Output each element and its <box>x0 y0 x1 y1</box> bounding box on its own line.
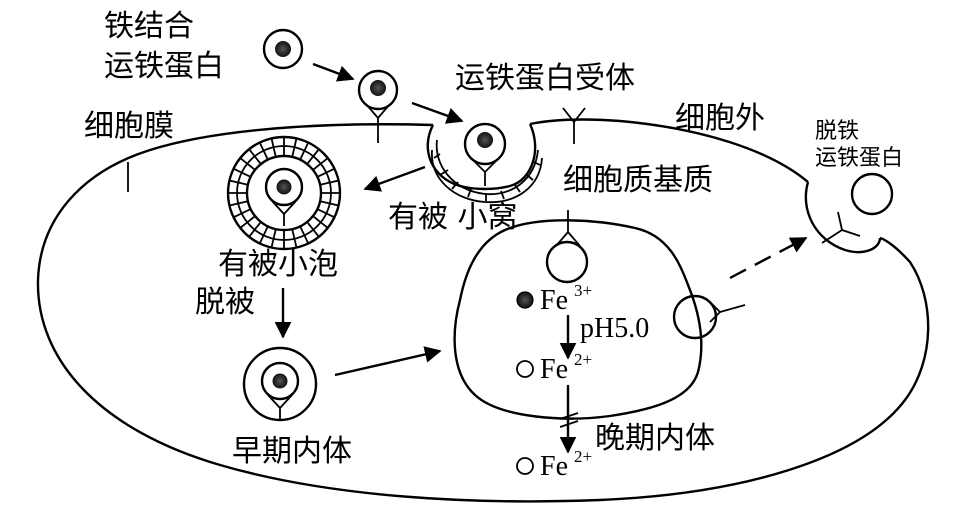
endosome-top-transferrin <box>545 210 589 284</box>
label-receptor: 运铁蛋白受体 <box>455 61 635 96</box>
clathrin-spoke <box>291 138 298 158</box>
transferrin-receptor-complex <box>357 69 399 143</box>
arrow-pit-to-vesicle <box>363 165 426 192</box>
clathrin-spoke <box>312 215 329 229</box>
label-extracellular: 细胞外 <box>675 101 765 136</box>
release-receptor <box>821 211 861 244</box>
clathrin-spoke <box>270 138 277 158</box>
cell-membrane-outline <box>36 118 930 503</box>
coated-pit <box>426 123 543 203</box>
label-apo-1: 脱铁 <box>815 119 859 144</box>
clathrin-spoke <box>306 148 320 165</box>
fe3-dot <box>516 291 534 309</box>
clathrin-spoke <box>316 167 335 178</box>
clathrin-spoke <box>291 228 298 248</box>
empty-receptor <box>562 107 586 144</box>
apo-transferrin <box>850 172 894 216</box>
clathrin-spoke <box>299 225 310 244</box>
clathrin-spoke <box>233 208 252 219</box>
clathrin-spoke <box>248 221 262 238</box>
clathrin-spoke <box>258 225 269 244</box>
arrow-complex-to-pit <box>411 101 464 124</box>
clathrin-spoke <box>319 200 339 207</box>
clathrin-spoke <box>312 157 329 171</box>
label-iron-bound-1: 铁结合 <box>104 9 194 44</box>
label-iron-bound-2: 运铁蛋白 <box>104 49 224 84</box>
clathrin-spoke <box>270 228 277 248</box>
label-fe3: Fe <box>540 285 568 316</box>
transferrin-in-pit <box>463 122 507 186</box>
fe2-dot-cytosol <box>516 457 534 475</box>
clathrin-spoke <box>306 221 320 238</box>
label-late-endosome: 晚期内体 <box>595 421 715 456</box>
label-fe3-charge: 3+ <box>574 281 592 300</box>
coated-vesicle <box>226 135 342 251</box>
clathrin-spoke <box>319 179 339 186</box>
early-endosome <box>242 346 318 422</box>
arrow-tf-to-receptor <box>312 62 355 82</box>
arrow-early-to-late <box>334 346 442 377</box>
clathrin-spoke <box>316 208 335 219</box>
label-fe2-inner-charge: 2+ <box>574 350 592 369</box>
clathrin-spoke <box>248 148 262 165</box>
clathrin-spoke <box>229 179 249 186</box>
label-fe2-cytosol-charge: 2+ <box>574 447 592 466</box>
membrane-release-notch <box>804 181 882 254</box>
clathrin-spoke <box>229 200 249 207</box>
fe2-dot-inner <box>516 360 534 378</box>
label-early-endosome: 早期内体 <box>232 434 352 469</box>
label-coated-pit: 有被 小窝 <box>388 200 518 235</box>
iron-bound-transferrin-free <box>262 28 304 70</box>
clathrin-spoke <box>239 215 256 229</box>
late-endosome-outline <box>453 219 703 420</box>
label-cell-membrane: 细胞膜 <box>84 109 174 144</box>
label-cytoplasm: 细胞质基质 <box>563 163 713 198</box>
label-coated-vesicle: 有被小泡 <box>218 247 338 282</box>
label-fe2-inner: Fe <box>540 354 568 385</box>
clathrin-spoke <box>258 142 269 161</box>
label-ph: pH5.0 <box>580 313 649 344</box>
clathrin-spoke <box>233 167 252 178</box>
label-apo-2: 运铁蛋白 <box>815 146 903 171</box>
label-fe2-cytosol: Fe <box>540 451 568 482</box>
clathrin-spoke <box>299 142 310 161</box>
label-uncoating: 脱被 <box>195 285 255 320</box>
clathrin-spoke <box>239 157 256 171</box>
membrane-channel-mark <box>559 412 579 428</box>
arrow-recycle-dashed <box>729 236 808 280</box>
endosome-side-transferrin <box>672 294 746 340</box>
